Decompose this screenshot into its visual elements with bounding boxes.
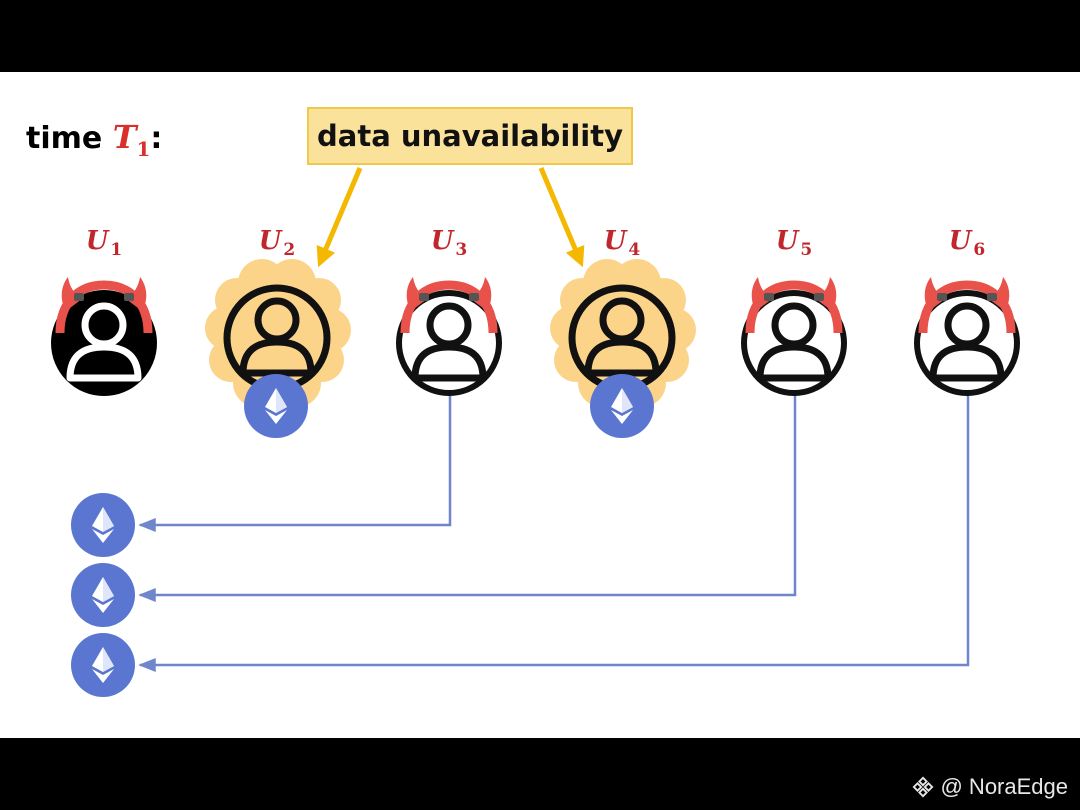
withdraw-line-u3 [138,395,452,532]
user-node-u1 [51,277,157,396]
withdraw-line-u6 [138,395,970,672]
slide-canvas [0,72,1080,738]
user-label-sub: 2 [283,240,296,260]
time-suffix: : [150,121,163,156]
user-label-letter: U [430,226,454,256]
user-label-letter: U [775,226,799,256]
user-label-sub: 3 [455,240,468,260]
watermark-text: @ NoraEdge [940,774,1068,799]
user-node-u6 [914,277,1020,396]
ethereum-icon [71,633,135,697]
user-label-sub: 4 [628,240,641,260]
callout-text: data unavailability [317,119,623,153]
user-label-sub: 1 [110,240,123,260]
time-heading: time T1: [26,118,163,161]
user-node-u5 [741,277,847,396]
time-subscript: 1 [136,137,151,161]
data-unavailability-callout: data unavailability [307,107,633,165]
user-label-letter: U [85,226,109,256]
user-label-letter: U [603,226,627,256]
time-variable: T [112,118,137,156]
watermark: @ NoraEdge [912,774,1068,800]
ethereum-icon [71,493,135,557]
user-label-sub: 5 [800,240,813,260]
time-prefix: time [26,121,103,156]
binance-logo-icon [913,776,934,798]
withdraw-line-u5 [138,395,797,602]
user-label-letter: U [948,226,972,256]
user-node-u3 [396,277,502,396]
ethereum-icon [71,563,135,627]
ethereum-icon [590,374,654,438]
arrow-to-u4 [538,167,585,268]
ethereum-icon [244,374,308,438]
arrow-to-u2 [316,167,363,268]
user-label-letter: U [258,226,282,256]
user-label-sub: 6 [973,240,986,260]
